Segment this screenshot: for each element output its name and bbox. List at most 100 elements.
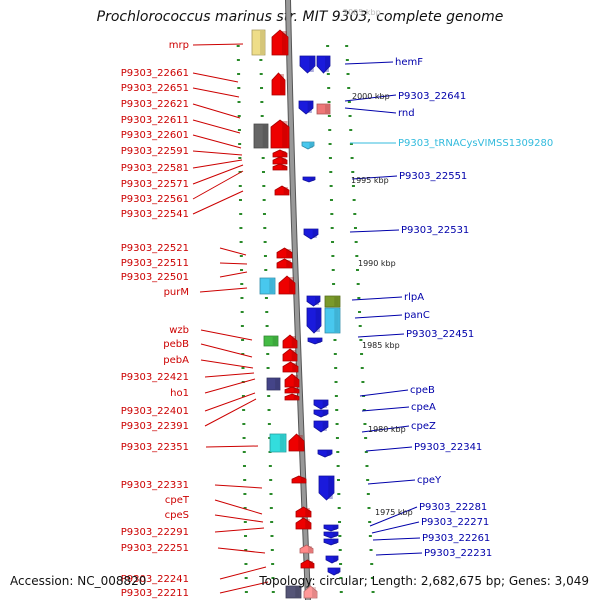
tick-mark (243, 507, 247, 509)
gene-label-left[interactable]: ho1 (170, 388, 189, 399)
gene-label-right[interactable]: P9303_22271 (421, 517, 489, 528)
gene-label-left[interactable]: P9303_22391 (121, 421, 189, 432)
tick-mark (261, 171, 265, 173)
gene-label-left[interactable]: mrp (169, 40, 189, 51)
gene-label-left[interactable]: P9303_22351 (121, 442, 189, 453)
leader-line (204, 392, 256, 412)
gene-feature (318, 475, 335, 501)
gene-label-left[interactable]: wzb (169, 325, 189, 336)
gene-label-left[interactable]: P9303_22501 (121, 272, 189, 283)
tick-mark (242, 451, 246, 453)
gene-label-right[interactable]: P9303_tRNACysVIMSS1309280 (398, 138, 553, 149)
tick-mark (241, 367, 245, 369)
gene-label-left[interactable]: pebA (163, 355, 189, 366)
gene-feature (306, 295, 321, 307)
leader-line (217, 547, 266, 554)
leader-line (375, 552, 423, 556)
scale-label: 1980 kbp (368, 425, 406, 434)
gene-label-left[interactable]: P9303_22611 (121, 115, 189, 126)
gene-label-right[interactable]: cpeY (417, 475, 442, 486)
gene-shading (281, 158, 286, 163)
tick-mark (336, 451, 340, 453)
tick-mark (349, 129, 353, 131)
gene-feature (327, 567, 341, 576)
gene-label-right[interactable]: P9303_22451 (406, 329, 474, 340)
gene-label-left[interactable]: P9303_22421 (121, 372, 189, 383)
tick-mark (271, 591, 275, 593)
gene-label-left[interactable]: P9303_22511 (121, 258, 189, 269)
gene-label-left[interactable]: cpeS (165, 510, 189, 521)
tick-mark (337, 493, 341, 495)
gene-label-left[interactable]: P9303_22401 (121, 406, 189, 417)
gene-label-left[interactable]: P9303_22561 (121, 194, 189, 205)
gene-label-right[interactable]: P9303_22281 (419, 502, 487, 513)
gene-label-right[interactable]: rnd (398, 108, 415, 119)
gene-label-left[interactable]: P9303_22331 (121, 480, 189, 491)
tick-mark (263, 227, 267, 229)
gene-label-right[interactable]: hemF (395, 57, 423, 68)
leader-line (219, 581, 269, 594)
gene-label-left[interactable]: P9303_22291 (121, 527, 189, 538)
gene-feature (323, 538, 339, 546)
gene-label-right[interactable]: cpeB (410, 385, 435, 396)
tick-mark (361, 381, 365, 383)
gene-label-right[interactable]: P9303_22261 (422, 533, 490, 544)
gene-label-left[interactable]: P9303_22661 (121, 68, 189, 79)
leader-line (204, 398, 257, 427)
gene-shading (334, 297, 339, 306)
gene-label-left[interactable]: P9303_22541 (121, 209, 189, 220)
gene-label-left[interactable]: P9303_22651 (121, 83, 189, 94)
tick-mark (268, 465, 272, 467)
gene-label-left[interactable]: P9303_22521 (121, 243, 189, 254)
tick-mark (262, 185, 266, 187)
gene-feature (313, 409, 329, 418)
gene-feature (303, 585, 318, 599)
gene-label-right[interactable]: P9303_22231 (424, 548, 492, 559)
gene-label-left[interactable]: P9303_22571 (121, 179, 189, 190)
gene-label-left[interactable]: P9303_22601 (121, 130, 189, 141)
tick-mark (331, 269, 335, 271)
gene-label-left[interactable]: P9303_22251 (121, 543, 189, 554)
gene-label-right[interactable]: P9303_22641 (398, 91, 466, 102)
tick-mark (262, 213, 266, 215)
tick-mark (240, 283, 244, 285)
gene-labels[interactable]: mrpP9303_22661P9303_22651P9303_22621P930… (121, 40, 554, 599)
gene-feature (316, 55, 331, 74)
gene-feature (285, 585, 302, 599)
gene-label-right[interactable]: P9303_22341 (414, 442, 482, 453)
gene-label-left[interactable]: cpeT (165, 495, 190, 506)
tick-mark (354, 241, 358, 243)
gene-label-right[interactable]: panC (404, 310, 430, 321)
gene-label-right[interactable]: cpeA (411, 402, 436, 413)
tick-mark (345, 45, 349, 47)
gene-shading (315, 297, 319, 305)
gene-label-left[interactable]: purM (164, 287, 189, 298)
tick-mark (242, 437, 246, 439)
gene-label-left[interactable]: P9303_22211 (121, 588, 189, 599)
gene-feature (282, 348, 298, 362)
tick-mark (351, 185, 355, 187)
gene-label-right[interactable]: P9303_22551 (399, 171, 467, 182)
gene-shading (335, 569, 340, 574)
gene-label-right[interactable]: P9303_22531 (401, 225, 469, 236)
leader-line (344, 61, 394, 65)
tick-mark (330, 227, 334, 229)
gene-label-left[interactable]: P9303_22591 (121, 146, 189, 157)
tick-mark (335, 423, 339, 425)
tick-mark (265, 325, 269, 327)
tick-mark (238, 185, 242, 187)
leader-line (214, 484, 263, 489)
gene-label-left[interactable]: P9303_22621 (121, 99, 189, 110)
leader-line (349, 229, 400, 233)
tick-mark (237, 129, 241, 131)
tick-mark (334, 381, 338, 383)
gene-label-left[interactable]: P9303_22241 (121, 574, 189, 585)
gene-label-right[interactable]: rlpA (404, 292, 424, 303)
gene-label-right[interactable]: cpeZ (411, 421, 436, 432)
gene-shading (309, 57, 314, 72)
tick-mark (329, 185, 333, 187)
gene-label-left[interactable]: P9303_22581 (121, 163, 189, 174)
tick-mark (238, 171, 242, 173)
gene-label-left[interactable]: pebB (163, 339, 189, 350)
